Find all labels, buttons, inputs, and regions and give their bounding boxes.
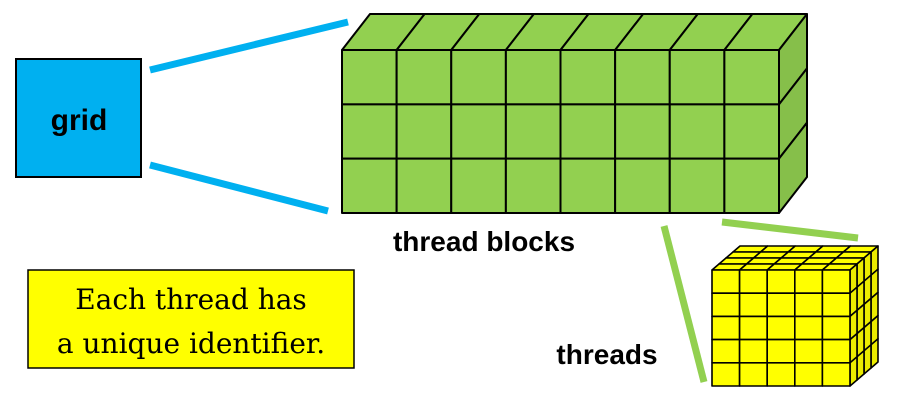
note-line-1: Each thread has	[75, 283, 307, 316]
front-cell	[711, 338, 741, 364]
front-cell	[738, 338, 769, 364]
side-cell	[849, 355, 858, 387]
threads-label: threads	[556, 339, 657, 370]
block-connector-bottom	[660, 225, 708, 383]
front-cell	[738, 315, 769, 341]
front-cell	[766, 269, 796, 295]
front-cell	[614, 103, 671, 160]
grid-connector-top	[149, 18, 349, 74]
thread-blocks-label: thread blocks	[393, 226, 575, 257]
grid-connector-bottom	[149, 161, 329, 215]
front-cell	[711, 292, 741, 318]
front-cell	[395, 49, 453, 106]
side-cell	[870, 337, 879, 369]
front-cell	[766, 338, 796, 364]
front-cell	[738, 292, 769, 318]
front-cell	[668, 49, 726, 106]
front-cell	[559, 157, 617, 214]
front-cell	[450, 103, 507, 160]
front-cell	[668, 103, 726, 160]
side-cell	[856, 349, 865, 381]
front-cell	[711, 315, 741, 341]
grid-label: grid	[51, 104, 108, 137]
front-cell	[614, 49, 671, 106]
front-cell	[793, 361, 824, 387]
front-cell	[793, 292, 824, 318]
front-cell	[738, 361, 769, 387]
front-cell	[341, 157, 398, 214]
front-cell	[793, 338, 824, 364]
front-cell	[821, 315, 851, 341]
front-cell	[395, 157, 453, 214]
front-cell	[793, 269, 824, 295]
front-cell	[711, 361, 741, 387]
front-cell	[504, 157, 562, 214]
front-cell	[738, 269, 769, 295]
front-cell	[559, 103, 617, 160]
front-cell	[821, 269, 851, 295]
front-cell	[766, 315, 796, 341]
front-cell	[821, 338, 851, 364]
front-cell	[723, 103, 780, 160]
front-cell	[614, 157, 671, 214]
threads-cube	[711, 245, 879, 387]
front-cell	[504, 49, 562, 106]
front-cell	[821, 361, 851, 387]
front-cell	[450, 157, 507, 214]
front-cell	[341, 103, 398, 160]
front-cell	[504, 103, 562, 160]
front-cell	[395, 103, 453, 160]
front-cell	[711, 269, 741, 295]
front-cell	[723, 157, 780, 214]
front-cell	[668, 157, 726, 214]
front-cell	[793, 315, 824, 341]
thread-blocks-cuboid	[341, 13, 808, 214]
front-cell	[766, 361, 796, 387]
note-box	[27, 269, 355, 369]
front-cell	[559, 49, 617, 106]
front-cell	[821, 292, 851, 318]
front-cell	[723, 49, 780, 106]
note-line-2: a unique identifier.	[57, 327, 325, 360]
grid-box	[15, 58, 142, 178]
front-cell	[341, 49, 398, 106]
front-cell	[450, 49, 507, 106]
side-cell	[863, 343, 872, 375]
block-connector-top	[721, 218, 859, 242]
front-cell	[766, 292, 796, 318]
